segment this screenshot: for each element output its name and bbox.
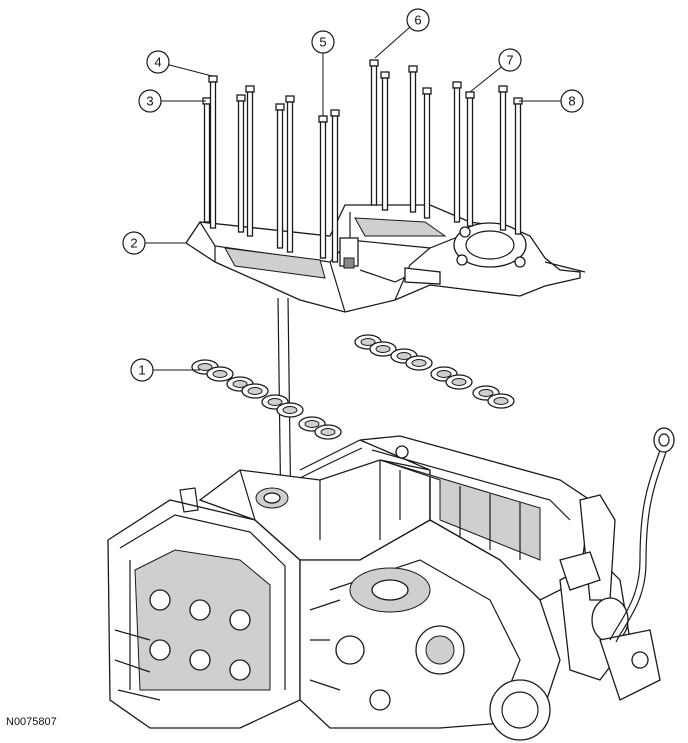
callout-circle xyxy=(146,50,170,74)
bolt xyxy=(465,91,475,227)
bolt xyxy=(275,103,285,249)
bolt xyxy=(202,97,212,223)
manifold-bolts xyxy=(202,59,523,263)
engine-assembly xyxy=(107,427,675,741)
bolt xyxy=(208,75,218,229)
callout-number: 2 xyxy=(130,236,137,251)
intake-gasket xyxy=(487,393,515,409)
bolt xyxy=(498,85,508,231)
bolt xyxy=(285,95,295,253)
intake-gasket xyxy=(206,366,234,382)
callout-number: 7 xyxy=(506,53,513,68)
bolt xyxy=(236,94,246,233)
callout-circle xyxy=(560,89,584,113)
gasket-set-left xyxy=(191,359,342,440)
bolt xyxy=(513,97,523,235)
intake-gasket xyxy=(276,402,304,418)
callout-circle xyxy=(498,48,522,72)
callout-5: 5 xyxy=(311,30,335,116)
gasket-set-right xyxy=(354,334,515,409)
callout-8: 8 xyxy=(519,89,584,113)
callout-circle xyxy=(138,89,162,113)
callout-number: 1 xyxy=(138,363,145,378)
intake-gasket xyxy=(369,341,397,357)
bolt xyxy=(330,109,340,263)
callout-1: 1 xyxy=(130,358,200,382)
callout-number: 3 xyxy=(146,94,153,109)
callout-circle xyxy=(311,30,335,54)
bolt xyxy=(245,85,255,237)
bolt xyxy=(369,59,379,206)
callout-circle xyxy=(130,358,154,382)
callout-number: 5 xyxy=(319,35,326,50)
callout-3: 3 xyxy=(138,89,206,113)
callout-6: 6 xyxy=(374,8,430,59)
callout-circle xyxy=(406,8,430,32)
bolt xyxy=(380,71,390,211)
intake-gasket xyxy=(241,383,269,399)
intake-gasket xyxy=(405,355,433,371)
intake-gasket xyxy=(445,374,473,390)
callout-circle xyxy=(122,231,146,255)
bolt xyxy=(318,115,328,259)
bolt xyxy=(408,65,418,213)
callout-7: 7 xyxy=(469,48,522,93)
callout-labels: 1 2 3 4 5 6 7 8 xyxy=(122,8,584,382)
figure-id: N0075807 xyxy=(6,716,57,728)
callout-number: 6 xyxy=(414,13,421,28)
intake-gasket xyxy=(314,424,342,440)
intake-manifold xyxy=(185,204,586,313)
callout-4: 4 xyxy=(146,50,213,77)
callout-number: 8 xyxy=(568,94,575,109)
bolt xyxy=(422,87,432,219)
bolt xyxy=(452,81,462,223)
callout-number: 4 xyxy=(154,55,161,70)
callout-2: 2 xyxy=(122,231,186,255)
